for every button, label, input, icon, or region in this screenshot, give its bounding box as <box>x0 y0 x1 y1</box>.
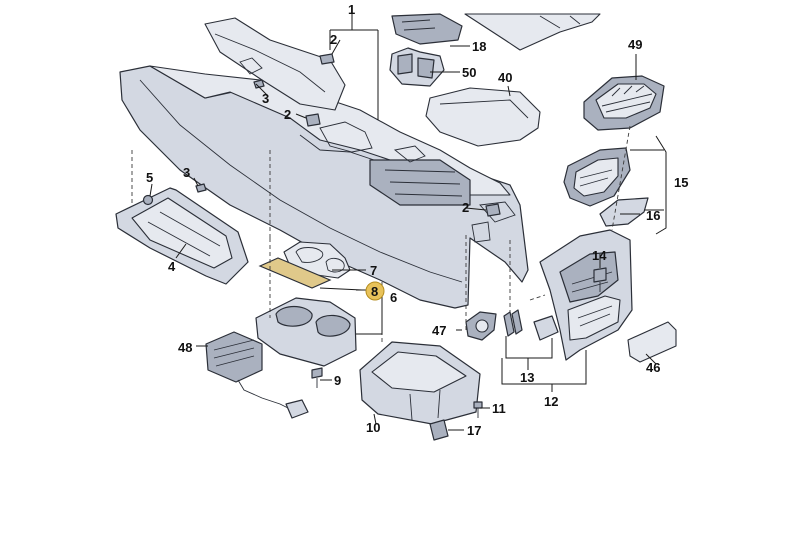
callout-10: 10 <box>366 420 380 435</box>
callout-47: 47 <box>432 323 446 338</box>
callout-2-top: 2 <box>330 32 337 47</box>
part-8-mat-highlighted <box>258 257 332 289</box>
center-console-body <box>119 65 529 309</box>
part-2-clips <box>305 53 501 217</box>
part-47-socket <box>465 311 497 341</box>
callout-46: 46 <box>646 360 660 375</box>
callout-8-highlight <box>365 281 385 301</box>
part-48-module <box>205 331 309 419</box>
callout-8: 8 <box>371 284 378 299</box>
callout-1: 1 <box>348 2 355 17</box>
callout-4: 4 <box>168 259 176 274</box>
callout-11: 11 <box>492 401 506 416</box>
part-4-bracket-frame <box>115 187 249 285</box>
part-9-screw <box>311 367 323 388</box>
callout-3-upper: 3 <box>262 91 269 106</box>
callout-3-lower: 3 <box>183 165 190 180</box>
callout-49: 49 <box>628 37 642 52</box>
part-16-vent-insert <box>599 197 649 227</box>
console-lid <box>204 17 346 111</box>
callout-15: 15 <box>674 175 688 190</box>
part-12-rear-panel <box>539 229 633 361</box>
callout-12: 12 <box>544 394 558 409</box>
callout-16: 16 <box>646 208 660 223</box>
callout-2-middle: 2 <box>284 107 291 122</box>
part-6-cupholder-housing <box>255 297 357 367</box>
callout-2-right: 2 <box>462 200 469 215</box>
callout-6: 6 <box>390 290 397 305</box>
callout-13: 13 <box>520 370 534 385</box>
callout-18: 18 <box>472 39 486 54</box>
armrest-top <box>464 13 601 51</box>
part-46-cover-plate <box>627 321 677 363</box>
callout-50: 50 <box>462 65 476 80</box>
part-50-switch <box>389 47 445 87</box>
part-17-plug <box>429 419 449 441</box>
callout-14: 14 <box>592 248 607 263</box>
part-10-storage-bin <box>359 341 481 425</box>
callout-7: 7 <box>370 263 377 278</box>
part-40-cover-pad <box>425 87 541 147</box>
part-18-switch-block <box>391 13 463 45</box>
part-49-air-vent <box>583 75 665 131</box>
part-5-nut <box>142 194 154 206</box>
callout-9: 9 <box>334 373 341 388</box>
callout-40: 40 <box>498 70 512 85</box>
part-15-rear-vent <box>563 147 631 207</box>
part-3-screws <box>195 79 265 193</box>
part-13-trim-clips <box>503 309 559 341</box>
callout-48: 48 <box>178 340 192 355</box>
callout-labels: 1 2 2 2 3 3 4 5 6 7 8 9 10 11 12 13 14 1… <box>146 2 688 438</box>
callout-5: 5 <box>146 170 153 185</box>
part-14-screw <box>593 267 607 292</box>
callout-17: 17 <box>467 423 481 438</box>
